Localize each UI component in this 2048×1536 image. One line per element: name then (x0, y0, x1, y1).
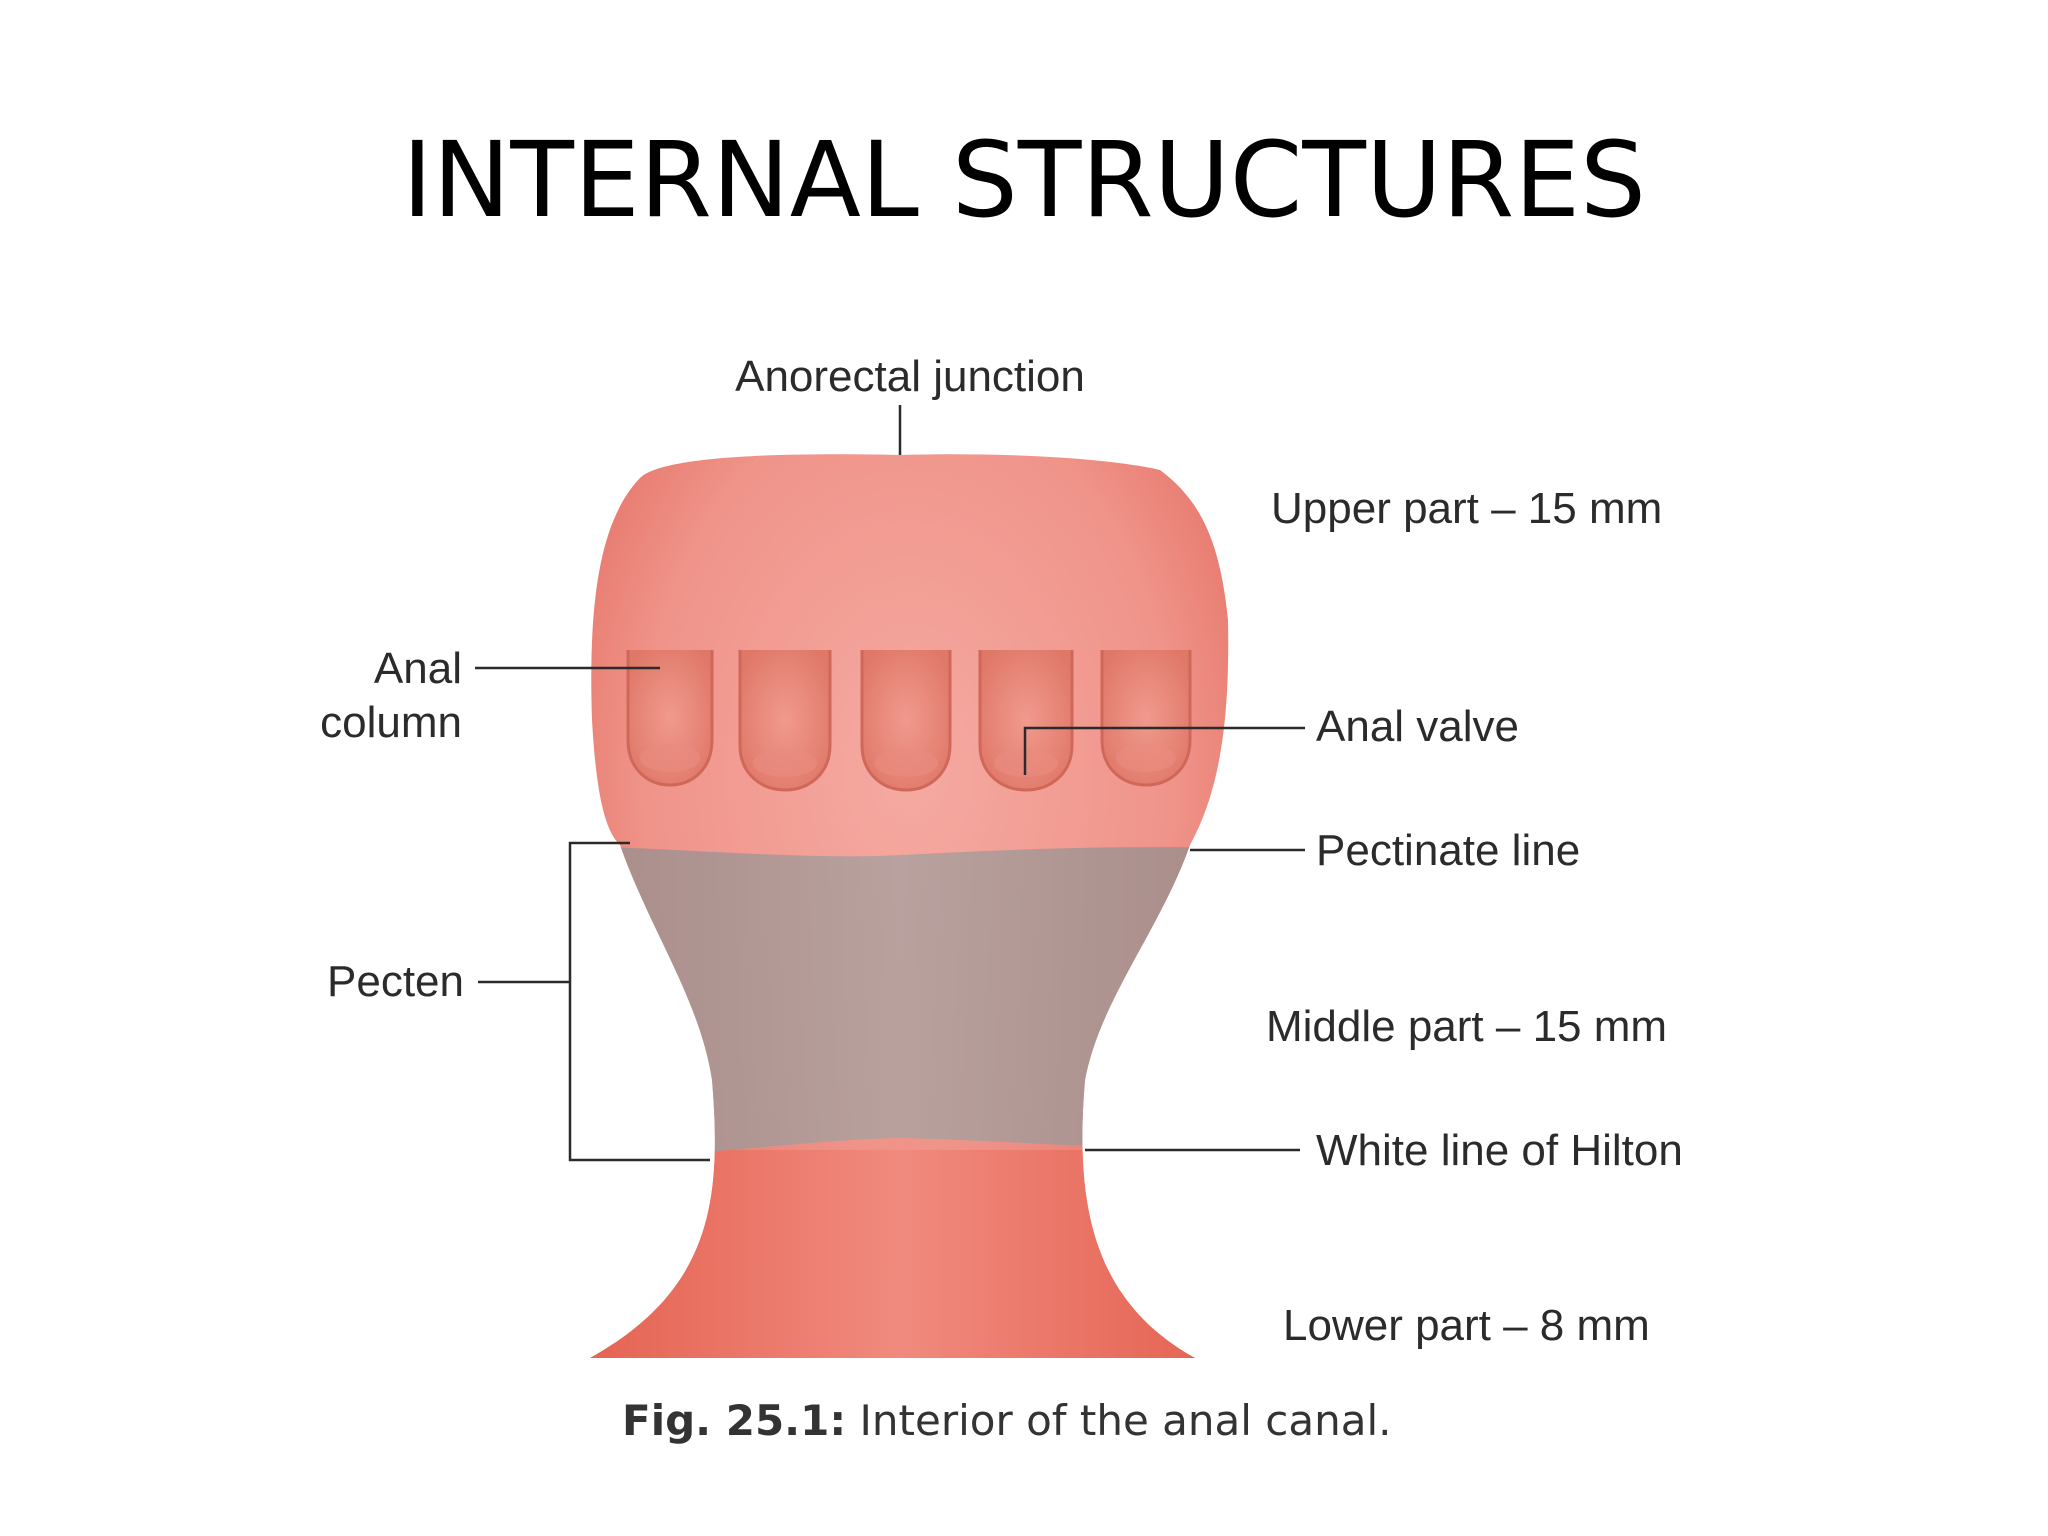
lower-part-label: Lower part – 8 mm (1283, 1301, 1650, 1350)
figure-caption-text: Interior of the anal canal. (846, 1396, 1392, 1445)
figure-caption: Fig. 25.1: Interior of the anal canal. (622, 1396, 1392, 1445)
anal-column-label-line2: column (320, 698, 462, 747)
anal-valve-leader (1023, 726, 1305, 775)
pecten-label: Pecten (327, 957, 464, 1006)
slide-title: INTERNAL STRUCTURES (401, 119, 1647, 241)
figure-number: Fig. 25.1: (622, 1396, 847, 1445)
anal-valve-label: Anal valve (1316, 702, 1519, 751)
anal-sinus-5 (1116, 744, 1176, 772)
anal-column-label-line1: Anal (374, 644, 462, 693)
anal-sinus-1 (640, 744, 700, 772)
anorectal-junction-label: Anorectal junction (735, 352, 1085, 401)
pecten-band (590, 845, 1229, 1158)
pectinate-line-label: Pectinate line (1316, 826, 1580, 875)
middle-part-label: Middle part – 15 mm (1266, 1002, 1667, 1051)
lower-part-region (590, 1150, 1229, 1359)
anal-sinus-2 (753, 749, 817, 777)
upper-part-label: Upper part – 15 mm (1271, 484, 1662, 533)
pecten-bracket (568, 841, 710, 1162)
anal-sinus-3 (874, 749, 938, 777)
white-line-label: White line of Hilton (1316, 1126, 1683, 1175)
